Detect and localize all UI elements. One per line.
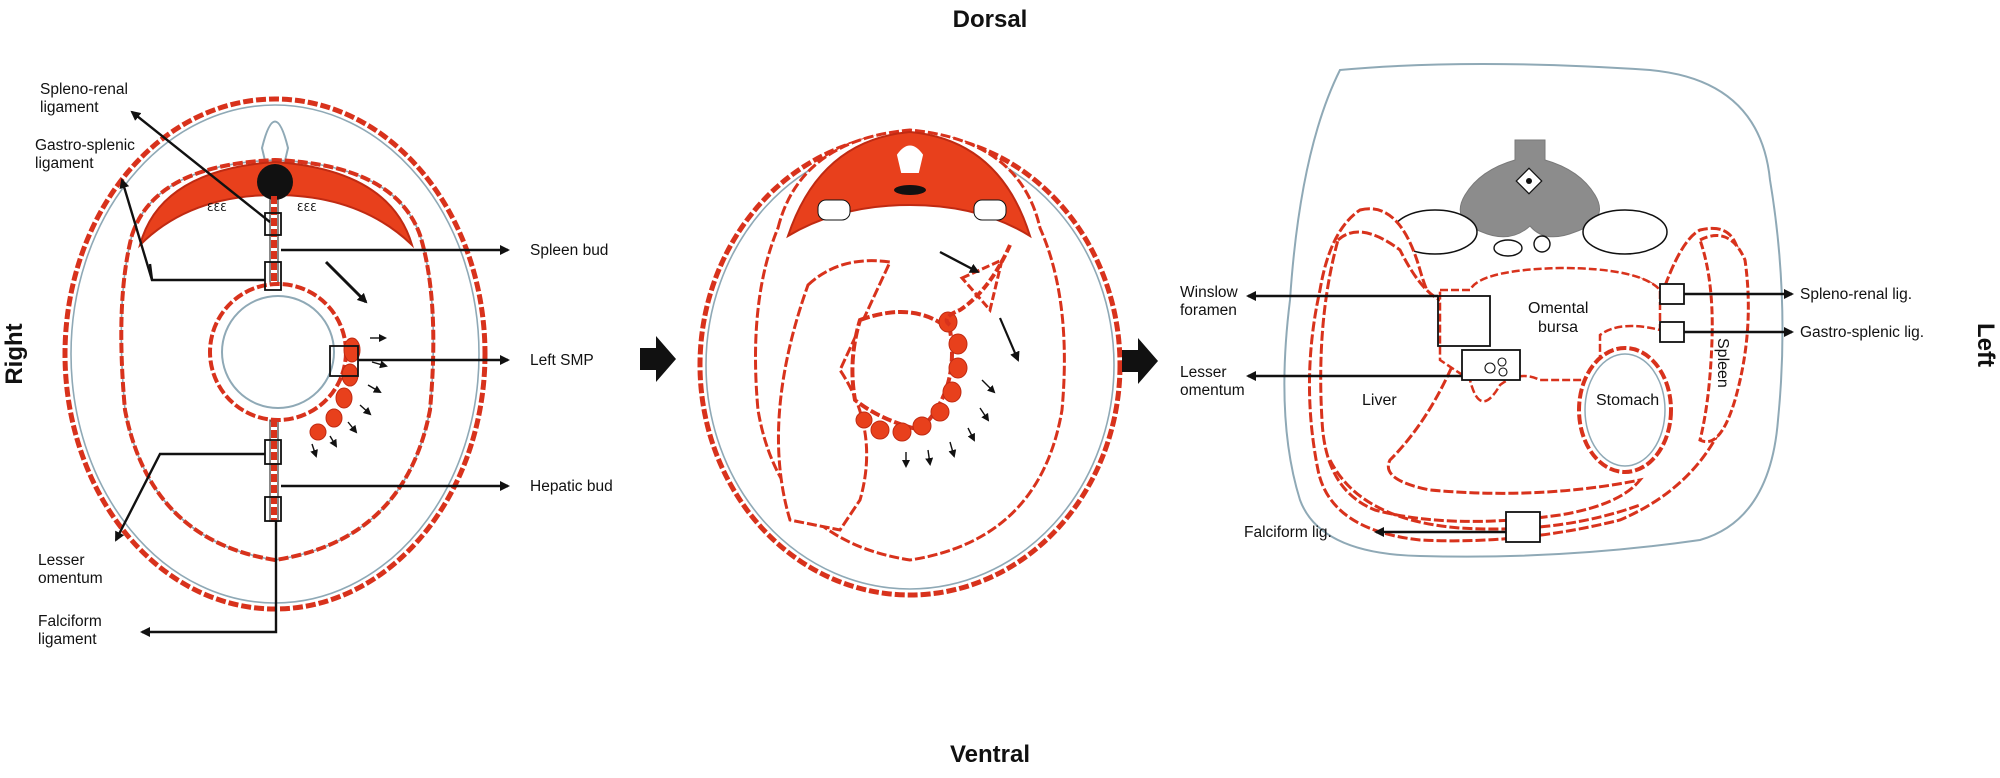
panel3-box-gastro-splenic: [1659, 321, 1685, 343]
panel2-growth-arrows: [902, 379, 996, 468]
panel1-label-lesser-omentum-1: Lesser: [38, 552, 85, 569]
left-label: Left: [1972, 323, 1999, 367]
panel3-ivc: [1493, 239, 1523, 257]
panel1-notochord: [257, 164, 293, 200]
panel3-label-falciform: Falciform lig.: [1244, 524, 1332, 541]
panel1-mesonephros-marks-right: ƐƐƐ: [297, 201, 317, 214]
panel1-label-gastro-splenic-1: Gastro-splenic: [35, 137, 135, 154]
panel1-box-gastro-splenic: [264, 261, 282, 291]
panel1-leader-spleno-renal: [130, 110, 271, 223]
panel2-rotation-arrow-2: [998, 317, 1020, 362]
panel3-label-gastro-splenic: Gastro-splenic lig.: [1800, 324, 1924, 341]
panel3-label-winslow-2: foramen: [1180, 302, 1237, 319]
panel3-aorta: [1533, 235, 1551, 253]
panel1-box-lesser-omentum: [264, 439, 282, 465]
panel1-label-spleen-bud: Spleen bud: [530, 242, 608, 259]
right-label: Right: [1, 323, 28, 384]
panel1-leader-falciform: [140, 521, 278, 637]
panel3-anterior-lining: [1328, 459, 1641, 531]
panel-2-rotating-embryo: [697, 128, 1123, 598]
panel3-box-winslow: [1437, 295, 1491, 347]
panel1-label-lesser-omentum-2: omentum: [38, 570, 103, 587]
panel3-label-lesser-omentum-2: omentum: [1180, 382, 1245, 399]
panel1-growth-arrows: [310, 334, 388, 458]
transition-arrow-1: [640, 336, 676, 382]
panel1-label-left-smp: Left SMP: [530, 352, 594, 369]
panel1-box-spleno-renal: [264, 212, 282, 236]
panel1-label-falciform-1: Falciform: [38, 613, 102, 630]
panel3-box-spleno-renal: [1659, 283, 1685, 305]
panel1-neural-tube: [260, 120, 290, 166]
panel2-dorsal-mesentery: [944, 244, 1012, 327]
panel3-label-omental-1: Omental: [1528, 300, 1588, 317]
panel3-label-winslow-1: Winslow: [1180, 284, 1239, 301]
panel3-label-spleno-renal: Spleno-renal lig.: [1800, 286, 1912, 303]
panel2-spleen-bud: [959, 257, 1005, 314]
panel1-label-hepatic-bud: Hepatic bud: [530, 478, 613, 495]
panel3-label-lesser-omentum-1: Lesser: [1180, 364, 1227, 381]
panel1-label-falciform-2: ligament: [38, 631, 97, 648]
panel1-gut-tube-lumen: [221, 295, 335, 409]
panel3-label-liver: Liver: [1362, 392, 1397, 409]
panel3-spleen: [1698, 234, 1750, 443]
panel1-label-spleno-renal-1: Spleno-renal: [40, 81, 128, 98]
panel2-notochord: [894, 185, 926, 195]
panel3-label-omental-2: bursa: [1538, 319, 1578, 336]
panel2-mesonephros: [817, 199, 1007, 221]
panel2-liver: [776, 259, 893, 532]
panel1-coelom-lining: [119, 157, 436, 563]
transition-arrow-2: [1122, 338, 1158, 384]
panel2-rotation-arrow-1: [939, 250, 980, 274]
panel1-rotation-arrow: [324, 260, 368, 304]
panel3-stomach-lumen: [1584, 353, 1666, 467]
panel3-label-spleen: Spleen: [1714, 338, 1731, 388]
panel1-box-falciform: [264, 496, 282, 522]
panel2-smp-lobules: [855, 311, 968, 442]
panel-1-early-embryo: ƐƐƐ ƐƐƐ: [35, 81, 613, 648]
panel1-leader-gastro-splenic-2: [148, 263, 154, 281]
panel1-mesonephros-marks-left: ƐƐƐ: [207, 201, 227, 214]
panel1-leader-lesser-omentum: [114, 452, 265, 542]
panel1-ventral-mesentery-edge: [269, 408, 279, 522]
panel3-portal-triad: [1484, 357, 1508, 377]
panel2-neural-tube: [896, 145, 924, 173]
ventral-label: Ventral: [950, 741, 1030, 768]
panel3-spinal-cord: [1526, 178, 1532, 184]
panel-3-late-embryo: Omental bursa Liver Stomach Spleen Winsl…: [1180, 63, 1924, 558]
panel3-box-falciform: [1505, 511, 1541, 543]
panel1-label-gastro-splenic-2: ligament: [35, 155, 94, 172]
panel3-kidney-left: [1582, 209, 1668, 255]
panel1-label-spleno-renal-2: ligament: [40, 99, 99, 116]
panel3-label-stomach: Stomach: [1596, 392, 1659, 409]
dorsal-label: Dorsal: [953, 6, 1028, 33]
